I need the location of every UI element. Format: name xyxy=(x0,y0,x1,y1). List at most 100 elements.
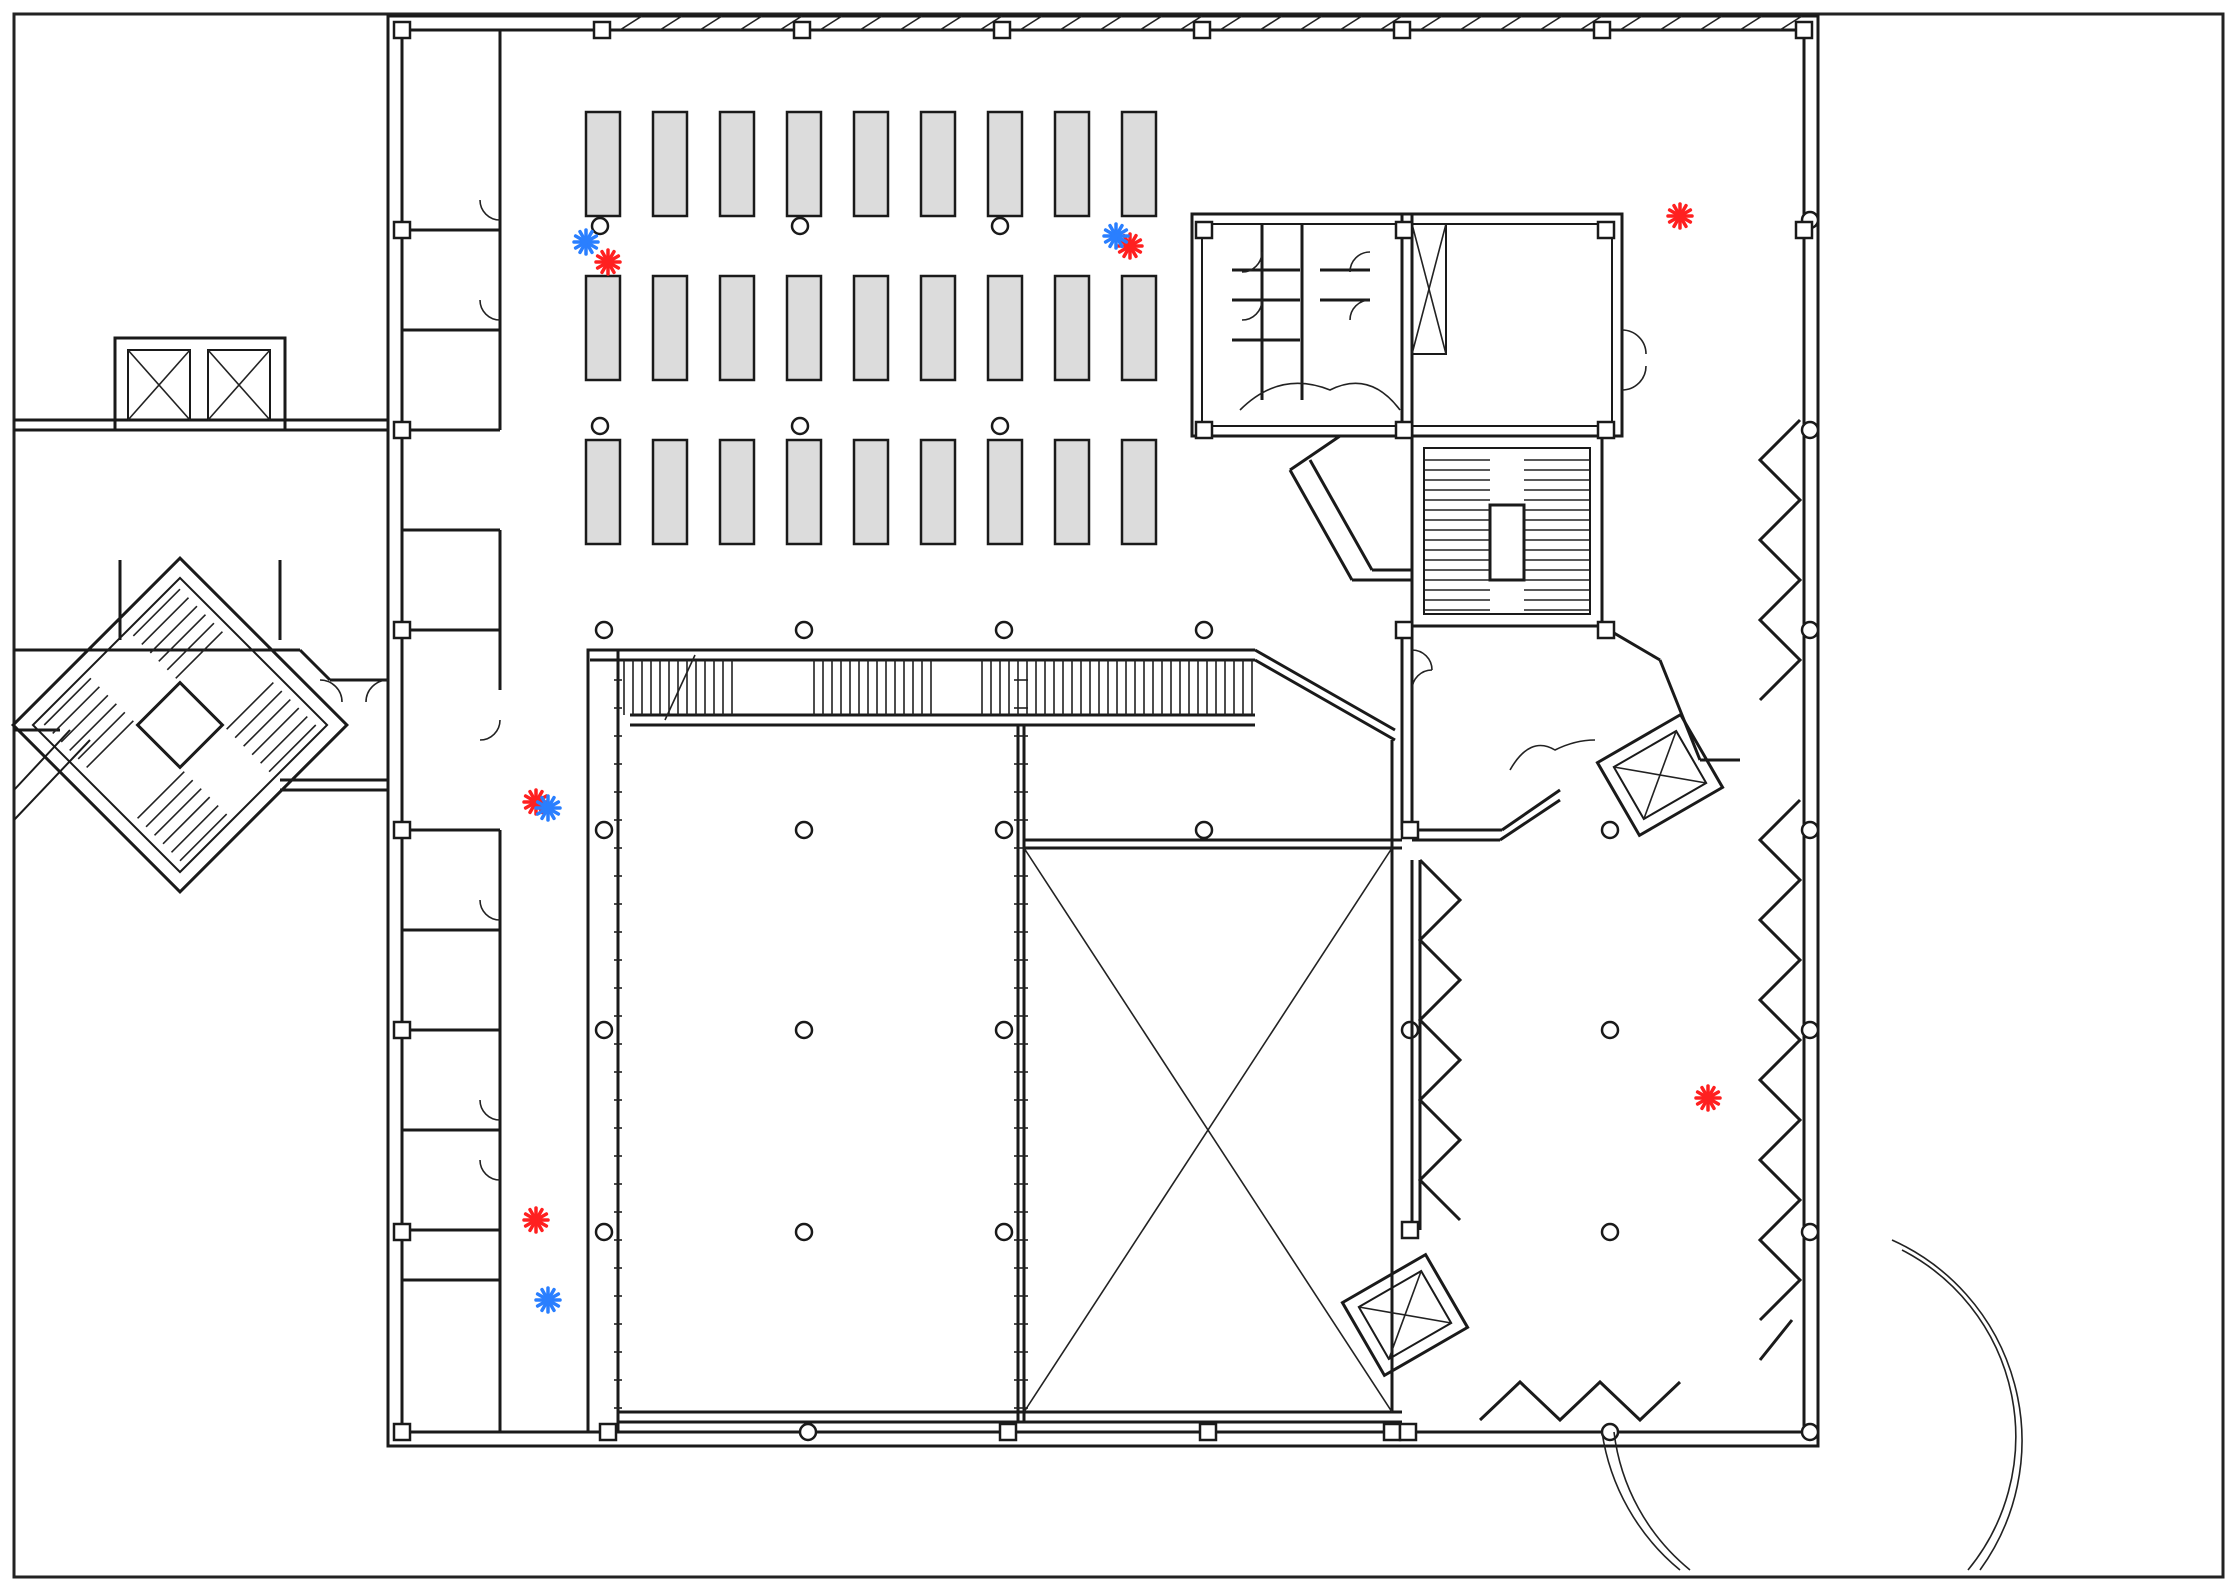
column-circle xyxy=(594,620,614,640)
desk xyxy=(651,110,689,218)
column-circle xyxy=(590,216,610,236)
desk xyxy=(1053,274,1091,382)
perimeter-columns xyxy=(392,20,1814,1442)
column-circle xyxy=(990,416,1010,436)
column-square xyxy=(598,1422,618,1442)
blue-marker xyxy=(572,228,600,256)
hall-rooms xyxy=(586,648,1402,1434)
desk xyxy=(1120,438,1158,546)
desk xyxy=(852,110,890,218)
desk xyxy=(1120,274,1158,382)
column-square xyxy=(1394,620,1414,640)
structural-columns xyxy=(590,210,1820,1442)
column-circle xyxy=(790,416,810,436)
desk xyxy=(919,438,957,546)
east-stair xyxy=(1400,434,1702,830)
west-stair xyxy=(11,556,349,894)
column-circle xyxy=(990,216,1010,236)
frame-border xyxy=(12,12,2225,1579)
column-square xyxy=(1794,220,1814,240)
desk xyxy=(986,274,1024,382)
building-shell xyxy=(386,14,1820,1448)
column-square xyxy=(792,20,812,40)
desk xyxy=(785,438,823,546)
column-circle xyxy=(794,1222,814,1242)
column-square xyxy=(392,20,412,40)
column-square xyxy=(1382,1422,1402,1442)
column-circle xyxy=(1400,1020,1420,1040)
desk-grid xyxy=(584,110,1158,546)
desk xyxy=(852,274,890,382)
column-circle xyxy=(994,1222,1014,1242)
desk xyxy=(1053,438,1091,546)
column-circle xyxy=(594,820,614,840)
column-circle xyxy=(590,416,610,436)
desk xyxy=(718,110,756,218)
desk xyxy=(718,438,756,546)
column-square xyxy=(1194,220,1214,240)
column-circle xyxy=(790,216,810,236)
blue-marker xyxy=(1102,222,1130,250)
hall-stairs xyxy=(590,648,1396,742)
desk xyxy=(785,274,823,382)
column-square xyxy=(1400,820,1420,840)
desk xyxy=(584,438,622,546)
column-circle xyxy=(794,1020,814,1040)
column-square xyxy=(392,1422,412,1442)
column-circle xyxy=(798,1422,818,1442)
west-offices xyxy=(402,30,502,1432)
red-marker xyxy=(1694,1084,1722,1112)
column-square xyxy=(992,20,1012,40)
column-square xyxy=(1392,20,1412,40)
desk xyxy=(986,110,1024,218)
column-circle xyxy=(594,1020,614,1040)
desk xyxy=(584,110,622,218)
west-elevators xyxy=(113,336,287,432)
column-square xyxy=(1794,20,1814,40)
column-circle xyxy=(1800,1222,1820,1242)
ramp xyxy=(1288,434,1412,582)
blue-marker xyxy=(534,794,562,822)
column-square xyxy=(1394,220,1414,240)
column-circle xyxy=(1194,620,1214,640)
desk xyxy=(785,110,823,218)
desk xyxy=(718,274,756,382)
column-square xyxy=(592,20,612,40)
column-square xyxy=(392,820,412,840)
column-circle xyxy=(1800,1422,1820,1442)
column-square xyxy=(1398,1422,1418,1442)
east-elevator-1 xyxy=(1595,712,1725,838)
column-circle xyxy=(1194,820,1214,840)
column-circle xyxy=(1800,1020,1820,1040)
column-square xyxy=(1400,1220,1420,1240)
column-square xyxy=(998,1422,1018,1442)
column-square xyxy=(392,620,412,640)
column-square xyxy=(1394,420,1414,440)
column-circle xyxy=(1600,1020,1620,1040)
central-core xyxy=(1190,212,1647,438)
desk xyxy=(651,438,689,546)
column-circle xyxy=(1800,620,1820,640)
column-circle xyxy=(1600,1222,1620,1242)
desk xyxy=(1120,110,1158,218)
column-circle xyxy=(994,620,1014,640)
column-circle xyxy=(1800,420,1820,440)
column-circle xyxy=(1600,820,1620,840)
column-square xyxy=(1596,620,1616,640)
desk xyxy=(1053,110,1091,218)
column-square xyxy=(392,220,412,240)
column-circle xyxy=(994,820,1014,840)
column-square xyxy=(1198,1422,1218,1442)
desk xyxy=(919,274,957,382)
red-marker xyxy=(594,248,622,276)
entrance-canopy xyxy=(1601,1239,2023,1571)
column-square xyxy=(1592,20,1612,40)
column-square xyxy=(1192,20,1212,40)
desk xyxy=(986,438,1024,546)
location-markers xyxy=(522,202,1722,1314)
red-marker xyxy=(522,1206,550,1234)
desk xyxy=(852,438,890,546)
column-square xyxy=(392,1020,412,1040)
desk xyxy=(651,274,689,382)
